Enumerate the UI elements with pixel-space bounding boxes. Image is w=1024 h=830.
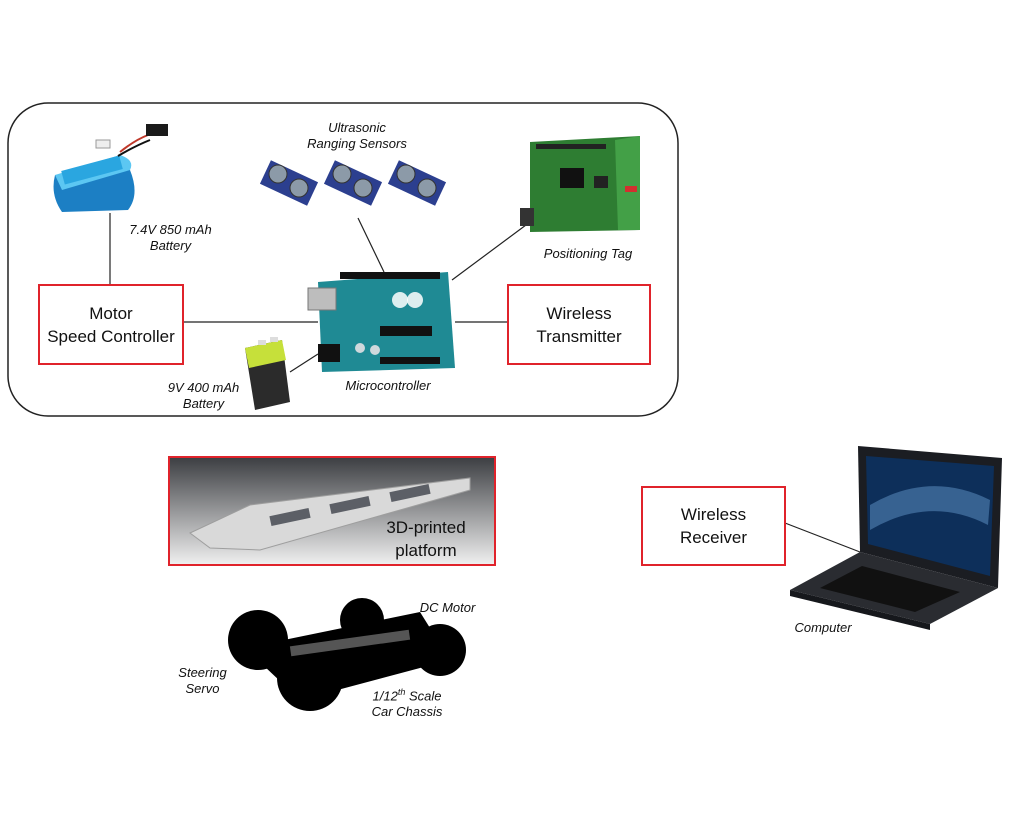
motor-speed-controller-line2: Speed Controller bbox=[47, 326, 175, 346]
positioning-tag-image bbox=[520, 136, 640, 232]
dc-motor-label: DC Motor bbox=[419, 600, 476, 615]
scale-prefix: 1/12 bbox=[372, 688, 398, 704]
microcontroller-label: Microcontroller bbox=[345, 378, 431, 393]
wireless-receiver-box: Wireless Receiver bbox=[641, 486, 786, 566]
ultrasonic-label-line2: Ranging Sensors bbox=[307, 136, 407, 151]
platform-label-line2: platform bbox=[395, 541, 457, 560]
computer-label: Computer bbox=[794, 620, 852, 635]
connector-receiver-computer bbox=[784, 522, 861, 553]
computer-image bbox=[790, 446, 1002, 630]
chassis-scale-label-line2: Car Chassis bbox=[371, 704, 443, 720]
steering-servo-label-line2: Servo bbox=[185, 681, 220, 696]
motor-speed-controller-box: Motor Speed Controller bbox=[38, 284, 184, 365]
battery-9v-label: 9V 400 mAh Battery bbox=[156, 380, 251, 412]
battery-74v-label-line1: 7.4V 850 mAh bbox=[129, 222, 212, 237]
positioning-tag-label: Positioning Tag bbox=[543, 246, 633, 261]
platform-frame bbox=[168, 456, 496, 566]
wireless-receiver-line2: Receiver bbox=[679, 528, 748, 547]
battery-9v-image bbox=[245, 337, 290, 410]
connector-sensors-microcontroller bbox=[357, 217, 385, 273]
motor-speed-controller-line1: Motor bbox=[89, 303, 133, 323]
robot-enclosure bbox=[7, 102, 679, 417]
ultrasonic-label-line1: Ultrasonic bbox=[328, 120, 386, 135]
steering-servo-label: Steering Servo bbox=[165, 665, 240, 697]
chassis-scale-label: 1/12th Scale Car Chassis bbox=[352, 684, 462, 720]
platform-label: 3D-printed platform bbox=[364, 516, 488, 562]
battery-9v-label-line1: 9V 400 mAh bbox=[167, 380, 240, 395]
chassis-scale-label-line1: 1/12th Scale bbox=[352, 684, 462, 704]
scale-suffix: Scale bbox=[405, 688, 442, 704]
connector-tag-microcontroller bbox=[451, 221, 531, 281]
wireless-transmitter-line2: Transmitter bbox=[536, 326, 622, 346]
battery-9v-label-line2: Battery bbox=[182, 396, 225, 411]
scale-superscript: th bbox=[397, 687, 406, 697]
ultrasonic-sensor-image bbox=[259, 160, 447, 206]
battery-74v-label-line2: Battery bbox=[149, 238, 192, 253]
ultrasonic-label: Ultrasonic Ranging Sensors bbox=[292, 120, 422, 152]
wireless-transmitter-box: Wireless Transmitter bbox=[507, 284, 651, 365]
microcontroller-image bbox=[307, 272, 455, 372]
platform-image bbox=[168, 456, 496, 566]
battery-74v-label: 7.4V 850 mAh Battery bbox=[118, 222, 223, 254]
platform-label-line1: 3D-printed bbox=[386, 518, 466, 537]
wireless-receiver-line1: Wireless bbox=[680, 505, 747, 524]
steering-servo-label-line1: Steering bbox=[178, 665, 227, 680]
car-chassis-image bbox=[228, 598, 466, 711]
wireless-transmitter-line1: Wireless bbox=[546, 303, 612, 323]
connector-9v-microcontroller bbox=[289, 353, 319, 373]
battery-74v-image bbox=[53, 124, 168, 212]
